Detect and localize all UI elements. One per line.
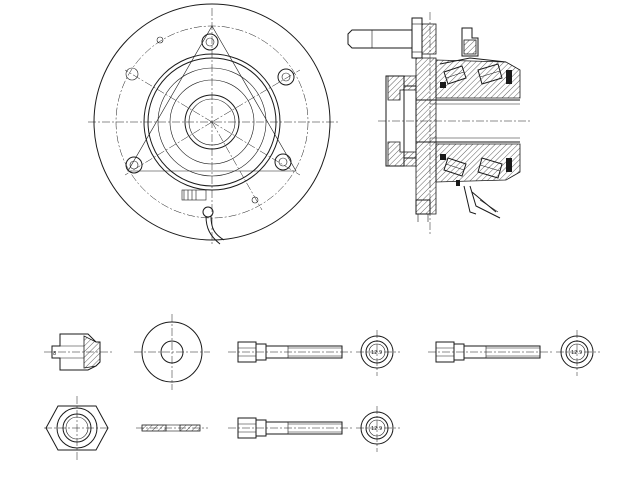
bolt-1 — [228, 341, 352, 363]
bolt-3-end-view: 12.9 — [356, 406, 400, 452]
washer-side-view — [136, 424, 208, 432]
washer-front-view — [134, 314, 210, 390]
hub-section-view — [347, 12, 530, 236]
bolt-3-grade-label: 12.9 — [371, 426, 382, 432]
bolt-3 — [228, 417, 352, 439]
bolt-2 — [428, 341, 552, 363]
bolt-1-end-view: 12.9 — [356, 330, 400, 376]
nut-front-view — [44, 396, 110, 462]
abs-sensor — [181, 189, 225, 245]
bolt-holes — [125, 33, 295, 204]
wheel-stud — [347, 17, 437, 59]
hub-front-view — [88, 3, 338, 245]
bearing-upper — [440, 63, 512, 88]
bolt-2-end-view: 12.9 — [556, 330, 600, 376]
nut-side-view: 8 — [44, 333, 112, 371]
bolt-2-grade-label: 12.9 — [571, 350, 582, 356]
bolt-1-grade-label: 12.9 — [371, 350, 382, 356]
nut-marking-text: 8 — [53, 351, 56, 357]
bearing-lower — [440, 154, 512, 186]
